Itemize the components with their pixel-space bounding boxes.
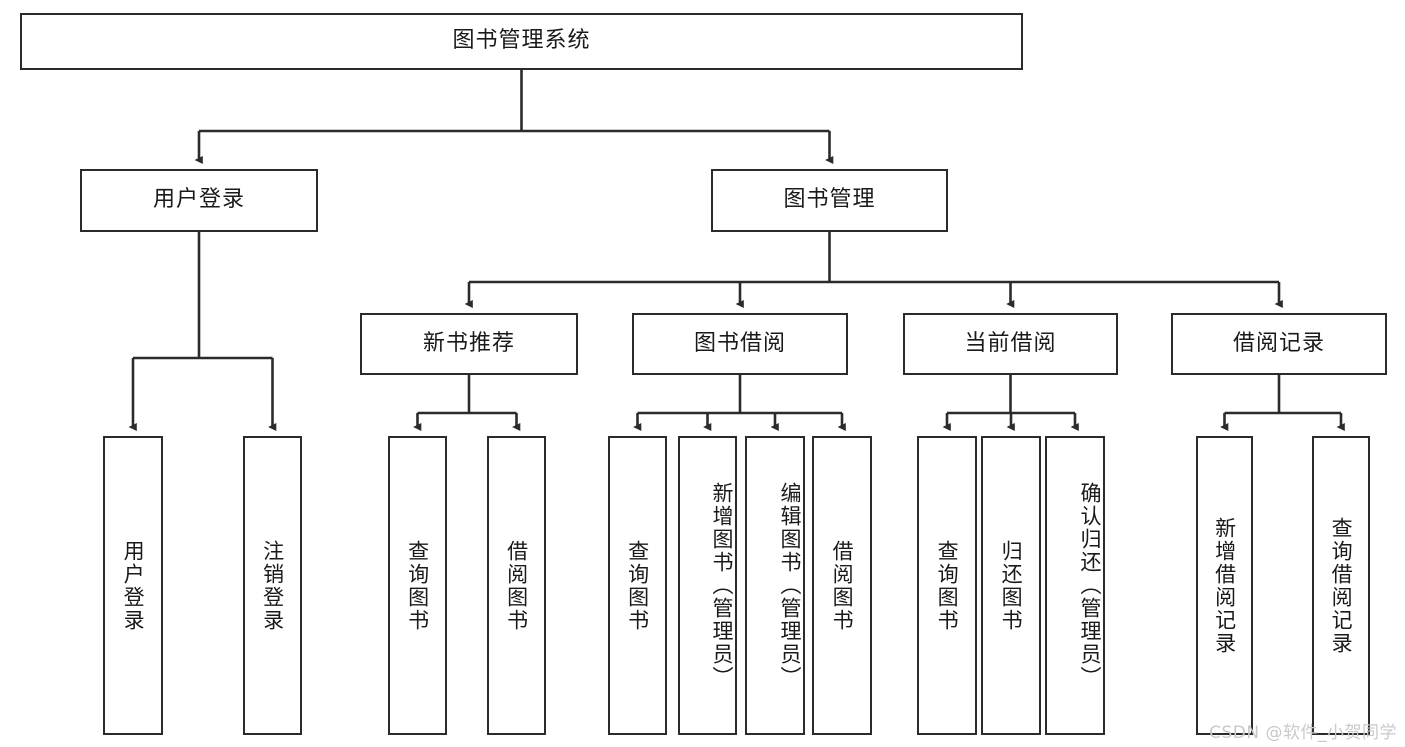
node-book-management: 图书管理	[711, 169, 948, 232]
node-user-login: 用户登录	[80, 169, 318, 232]
node-label: 查询图书	[625, 539, 650, 632]
node-borrow-record: 借阅记录	[1171, 313, 1387, 375]
node-leaf-edit-book-admin: 编辑图书（管理员）	[745, 436, 805, 735]
node-label: 查询图书	[405, 539, 430, 632]
node-leaf-logout: 注销登录	[243, 436, 302, 735]
node-leaf-add-book-admin: 新增图书（管理员）	[678, 436, 737, 735]
node-label: 查询借阅记录	[1329, 516, 1354, 655]
node-leaf-query-book-2: 查询图书	[608, 436, 667, 735]
node-label: 借阅图书	[504, 539, 529, 632]
node-label: 用户登录	[121, 539, 146, 632]
node-root-root: 图书管理系统	[20, 13, 1023, 70]
node-label: 归还图书	[999, 539, 1024, 632]
node-label: 新增图书（管理员）	[710, 482, 734, 689]
node-label: 借阅记录	[1232, 330, 1325, 356]
node-leaf-borrow-book-1: 借阅图书	[487, 436, 546, 735]
node-leaf-return-book: 归还图书	[981, 436, 1041, 735]
node-label: 借阅图书	[830, 539, 855, 632]
node-label: 用户登录	[152, 187, 245, 213]
node-label: 新增借阅记录	[1212, 516, 1237, 655]
node-label: 查询图书	[935, 539, 960, 632]
node-leaf-add-borrow-record: 新增借阅记录	[1196, 436, 1253, 735]
node-label: 确认归还（管理员）	[1078, 482, 1102, 689]
node-leaf-query-book-3: 查询图书	[917, 436, 977, 735]
csdn-watermark: CSDN @软件_小贺同学	[1209, 723, 1397, 743]
node-leaf-user-login: 用户登录	[103, 436, 163, 735]
node-leaf-borrow-book-2: 借阅图书	[812, 436, 872, 735]
node-leaf-confirm-return: 确认归还（管理员）	[1045, 436, 1105, 735]
node-current-borrow: 当前借阅	[903, 313, 1118, 375]
node-label: 图书管理系统	[452, 28, 591, 54]
node-label: 当前借阅	[964, 330, 1057, 356]
node-label: 注销登录	[260, 539, 285, 632]
node-book-borrow: 图书借阅	[632, 313, 848, 375]
node-new-book-recommend: 新书推荐	[360, 313, 578, 375]
node-label: 新书推荐	[422, 330, 515, 356]
node-label: 图书借阅	[693, 330, 786, 356]
node-label: 编辑图书（管理员）	[778, 482, 802, 689]
node-label: 图书管理	[783, 187, 876, 213]
node-leaf-query-borrow-record: 查询借阅记录	[1312, 436, 1370, 735]
node-leaf-query-book-1: 查询图书	[388, 436, 447, 735]
